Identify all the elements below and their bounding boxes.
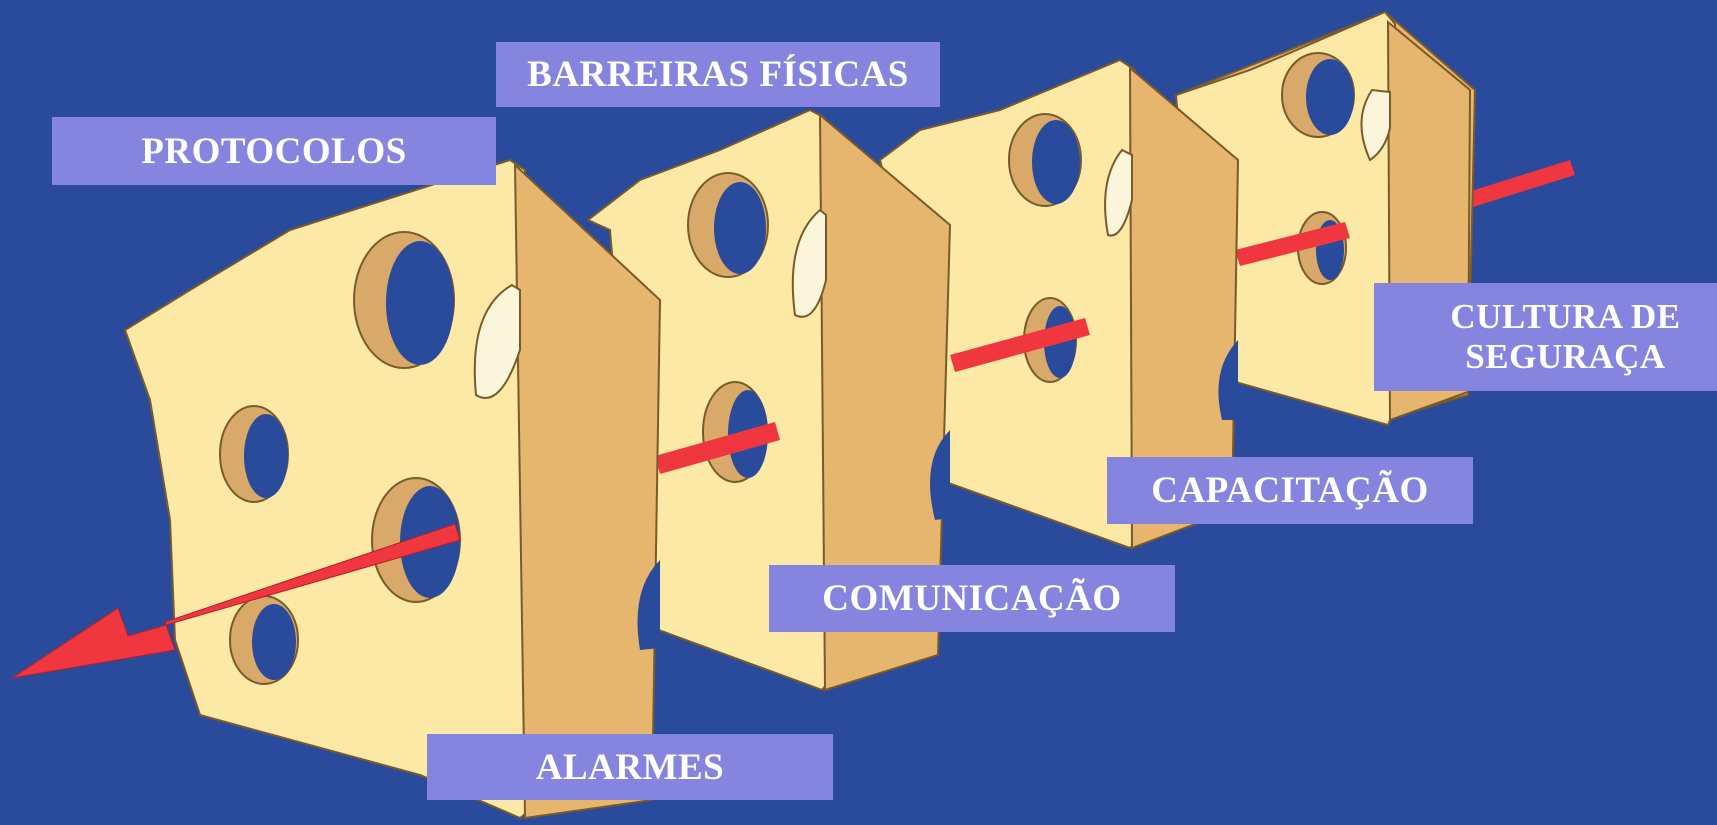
label-comunicacao: COMUNICAÇÃO: [769, 565, 1175, 632]
label-protocolos: PROTOCOLOS: [52, 117, 496, 185]
label-cultura-line1: CULTURA DE: [1450, 297, 1680, 337]
label-barreiras-fisicas-text: BARREIRAS FÍSICAS: [527, 53, 909, 96]
label-capacitacao: CAPACITAÇÃO: [1107, 457, 1473, 524]
label-alarmes: ALARMES: [427, 734, 833, 800]
cheese-slice-icon: [125, 160, 660, 818]
label-cultura-de-seguraca: CULTURA DE SEGURAÇA: [1374, 283, 1717, 391]
label-comunicacao-text: COMUNICAÇÃO: [822, 577, 1121, 620]
label-alarmes-text: ALARMES: [536, 746, 725, 789]
arrow-tail-segment: [1468, 160, 1575, 207]
label-capacitacao-text: CAPACITAÇÃO: [1151, 469, 1429, 512]
label-barreiras-fisicas: BARREIRAS FÍSICAS: [496, 42, 940, 107]
label-cultura-line2: SEGURAÇA: [1465, 337, 1665, 377]
label-protocolos-text: PROTOCOLOS: [141, 130, 406, 173]
